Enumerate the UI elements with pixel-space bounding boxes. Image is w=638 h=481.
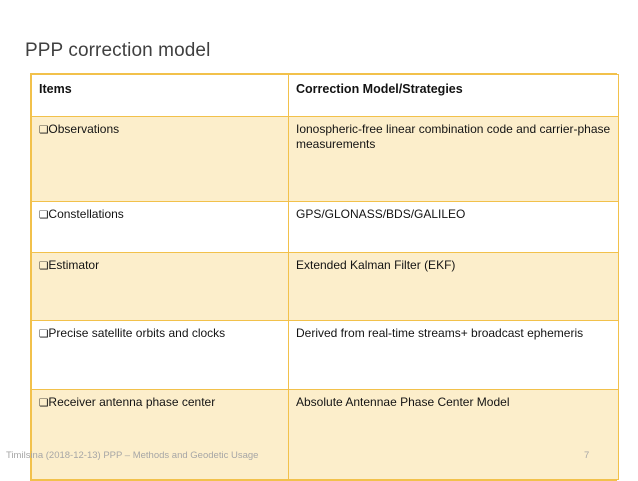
ppp-correction-table: Items Correction Model/Strategies ❑Obser…	[30, 73, 619, 481]
cell-model: GPS/GLONASS/BDS/GALILEO	[288, 201, 619, 253]
table-row: ❑Estimator Extended Kalman Filter (EKF)	[31, 252, 619, 321]
footer-text: Timilsina (2018-12-13) PPP – Methods and…	[6, 450, 259, 461]
table-row: ❑Observations Ionospheric-free linear co…	[31, 116, 619, 202]
cell-model: Absolute Antennae Phase Center Model	[288, 389, 619, 480]
cell-item: ❑Receiver antenna phase center	[31, 389, 289, 480]
item-label: Constellations	[48, 207, 124, 221]
checkbox-square-icon: ❑	[39, 209, 49, 221]
column-header-items: Items	[31, 74, 289, 117]
table: Items Correction Model/Strategies ❑Obser…	[31, 74, 619, 480]
model-label: GPS/GLONASS/BDS/GALILEO	[296, 207, 466, 221]
table-row: ❑Receiver antenna phase center Absolute …	[31, 389, 619, 480]
checkbox-square-icon: ❑	[39, 124, 49, 136]
table-body: ❑Observations Ionospheric-free linear co…	[31, 116, 619, 480]
checkbox-square-icon: ❑	[39, 397, 49, 409]
model-label: Ionospheric-free linear combination code…	[296, 122, 611, 151]
cell-item: ❑Observations	[31, 116, 289, 202]
item-label: Receiver antenna phase center	[48, 395, 216, 409]
item-label: Observations	[48, 122, 120, 136]
item-label: Estimator	[48, 258, 100, 272]
checkbox-square-icon: ❑	[39, 328, 49, 340]
table-header: Items Correction Model/Strategies	[31, 74, 619, 117]
cell-item: ❑Precise satellite orbits and clocks	[31, 320, 289, 390]
table-row: ❑Precise satellite orbits and clocks Der…	[31, 320, 619, 390]
checkbox-square-icon: ❑	[39, 260, 49, 272]
model-label: Absolute Antennae Phase Center Model	[296, 395, 510, 409]
cell-model: Extended Kalman Filter (EKF)	[288, 252, 619, 321]
cell-model: Derived from real-time streams+ broadcas…	[288, 320, 619, 390]
page-number: 7	[584, 450, 590, 461]
item-label: Precise satellite orbits and clocks	[48, 326, 226, 340]
cell-item: ❑Estimator	[31, 252, 289, 321]
table-row: ❑Constellations GPS/GLONASS/BDS/GALILEO	[31, 201, 619, 253]
page-title: PPP correction model	[25, 40, 211, 61]
column-header-model: Correction Model/Strategies	[288, 74, 619, 117]
cell-model: Ionospheric-free linear combination code…	[288, 116, 619, 202]
model-label: Extended Kalman Filter (EKF)	[296, 258, 456, 272]
model-label: Derived from real-time streams+ broadcas…	[296, 326, 584, 340]
cell-item: ❑Constellations	[31, 201, 289, 253]
table-header-row: Items Correction Model/Strategies	[31, 74, 619, 117]
